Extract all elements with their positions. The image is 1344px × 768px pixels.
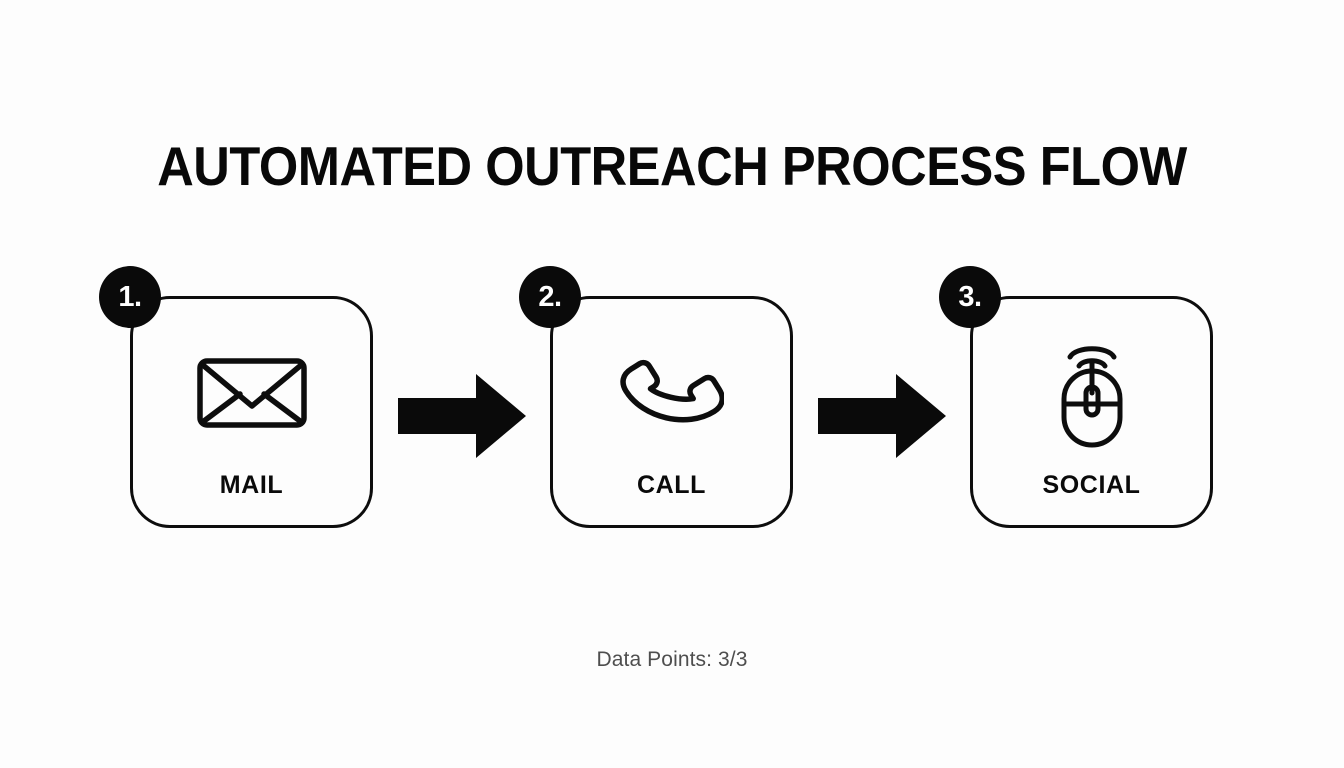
envelope-icon — [130, 338, 373, 448]
step-label-social: SOCIAL — [1042, 471, 1141, 499]
step-card-outline — [130, 296, 373, 528]
step-card-outline — [970, 296, 1213, 528]
flow-step-mail[interactable]: 1. MAIL — [99, 266, 373, 528]
data-points-status: Data Points: 3/3 — [596, 648, 748, 671]
flow-step-social[interactable]: 3. SOCIAL — [939, 266, 1213, 528]
step-number-badge: 1. — [99, 266, 161, 328]
page-title: AUTOMATED OUTREACH PROCESS FLOW — [157, 135, 1187, 197]
phone-handset-icon — [550, 338, 793, 448]
process-flow-diagram: 1. MAIL 2. — [0, 266, 1344, 531]
arrow-right-icon — [818, 374, 946, 458]
step-label-call: CALL — [636, 471, 707, 499]
step-card-outline — [550, 296, 793, 528]
step-number-badge: 3. — [939, 266, 1001, 328]
step-number-badge: 2. — [519, 266, 581, 328]
step-label-mail: MAIL — [219, 471, 284, 499]
flow-step-call[interactable]: 2. CALL — [519, 266, 793, 528]
wireless-mouse-icon — [970, 338, 1213, 448]
arrow-right-icon — [398, 374, 526, 458]
